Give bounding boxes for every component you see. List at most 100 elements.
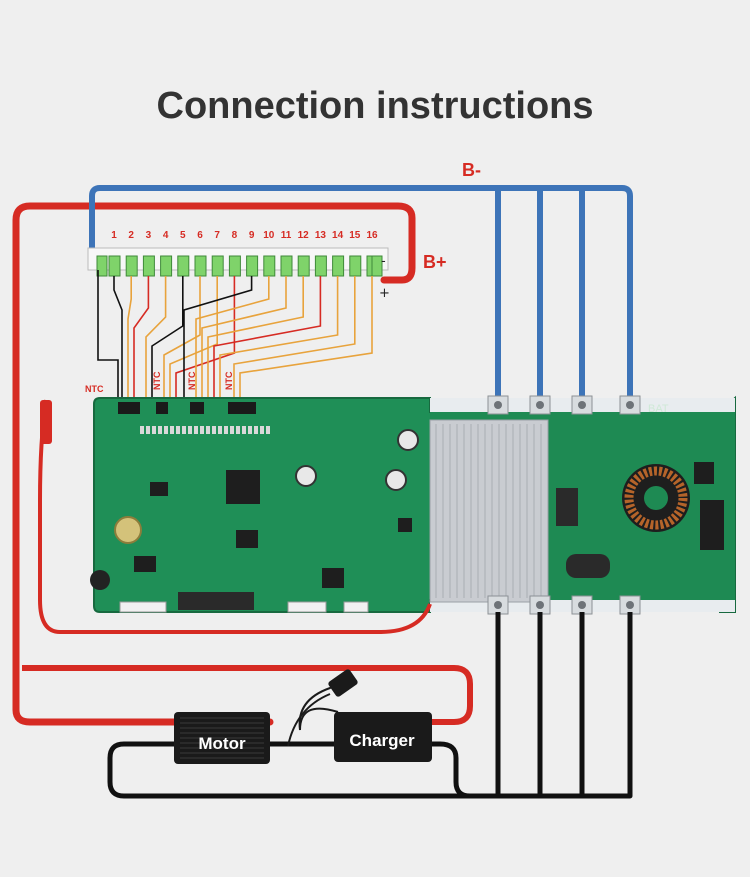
- plus-sign: +: [379, 286, 390, 301]
- connector: [343, 601, 369, 613]
- smd-component: [224, 426, 228, 434]
- terminal-bolt: [494, 401, 502, 409]
- cell-number-label: 2: [128, 230, 134, 241]
- ntc-label-2: NTC: [152, 371, 162, 390]
- sense-wire: [213, 276, 322, 402]
- sense-wire: [233, 276, 356, 402]
- b-minus-wire: [89, 185, 633, 398]
- cell-terminal: [332, 255, 345, 277]
- connector: [119, 601, 167, 613]
- smd-component: [158, 426, 162, 434]
- b-plus-label: B+: [423, 252, 447, 272]
- cell-number-label: 5: [180, 230, 186, 241]
- capacitor: [397, 429, 419, 451]
- terminal-bolt: [536, 601, 544, 609]
- cell-terminal: [280, 255, 293, 277]
- cell-terminal: [297, 255, 310, 277]
- sense-wire: [113, 276, 123, 402]
- ground-wires: [107, 612, 633, 799]
- cell-number-label: 8: [232, 230, 238, 241]
- smd-component: [200, 426, 204, 434]
- cell-number-label: 15: [349, 230, 361, 241]
- cell-terminal: [211, 255, 224, 277]
- charger-label: Charger: [349, 731, 415, 750]
- cell-terminal: [142, 255, 155, 277]
- page-title: Connection instructions: [157, 85, 594, 127]
- smd-component: [206, 426, 210, 434]
- ic-chip: [398, 518, 412, 532]
- cell-terminal: [228, 255, 241, 277]
- smd-component: [248, 426, 252, 434]
- cell-terminal: [160, 255, 173, 277]
- smd-component: [140, 426, 144, 434]
- sense-wire: [207, 276, 304, 402]
- cell-terminal: [125, 255, 138, 277]
- smd-component: [176, 426, 180, 434]
- terminal-bolt: [578, 601, 586, 609]
- minus-sign: -: [381, 254, 386, 269]
- cell-terminal: [349, 255, 362, 277]
- capacitor: [295, 465, 317, 487]
- smd-component: [266, 426, 270, 434]
- header-connector: [178, 592, 254, 610]
- cell-number-label: 11: [281, 230, 292, 241]
- capacitor: [556, 488, 578, 526]
- charger-box: Charger: [287, 669, 432, 762]
- cell-terminal: [177, 255, 190, 277]
- sense-wire: [219, 276, 339, 402]
- capacitor: [566, 554, 610, 578]
- cell-number-label: 9: [249, 230, 255, 241]
- charger-plug: [328, 669, 358, 697]
- sense-wire: [201, 276, 287, 402]
- b-minus-label: B-: [462, 160, 481, 180]
- cell-number-label: 14: [332, 230, 344, 241]
- buzzer: [90, 570, 110, 590]
- capacitor: [385, 469, 407, 491]
- sense-header: [228, 402, 256, 414]
- smd-component: [146, 426, 150, 434]
- terminal-bolt: [536, 401, 544, 409]
- smd-component: [212, 426, 216, 434]
- heatsink: [429, 419, 549, 603]
- sense-wire: [145, 276, 167, 402]
- cell-number-label: 10: [263, 230, 275, 241]
- cell-number-label: 4: [163, 230, 169, 241]
- smd-component: [182, 426, 186, 434]
- smd-component: [218, 426, 222, 434]
- cell-number-label: 1: [111, 230, 117, 241]
- ntc-label-1: NTC: [85, 384, 104, 394]
- cell-terminal: [263, 255, 276, 277]
- cell-terminal: [108, 255, 121, 277]
- sense-wire: [127, 276, 132, 402]
- terminal-bolt: [626, 401, 634, 409]
- cell-number-label: 7: [214, 230, 220, 241]
- smd-component: [242, 426, 246, 434]
- sense-wire-harness: [97, 270, 373, 402]
- cell-terminal: [371, 255, 383, 277]
- motor-box: Motor: [174, 712, 270, 764]
- cell-terminal: [96, 255, 108, 277]
- cell-terminal: [314, 255, 327, 277]
- sense-wire: [239, 276, 373, 402]
- terminal-bolt: [578, 401, 586, 409]
- smd-component: [230, 426, 234, 434]
- charger-positive-wire: [22, 665, 473, 725]
- connector: [287, 601, 327, 613]
- cell-number-label: 13: [315, 230, 327, 241]
- sense-wire: [97, 270, 119, 402]
- bat-silkscreen: BAT: [648, 403, 669, 415]
- sense-header: [118, 402, 140, 414]
- inline-fuse: [40, 400, 52, 444]
- cell-number-label: 16: [366, 230, 378, 241]
- sense-wire: [133, 276, 150, 402]
- ic-chip: [134, 556, 156, 572]
- ic-chip: [236, 530, 258, 548]
- sense-wire: [195, 276, 270, 402]
- smd-component: [188, 426, 192, 434]
- smd-component: [260, 426, 264, 434]
- sense-wire: [183, 276, 253, 402]
- cell-number-label: 6: [197, 230, 203, 241]
- cell-number-label: 12: [298, 230, 310, 241]
